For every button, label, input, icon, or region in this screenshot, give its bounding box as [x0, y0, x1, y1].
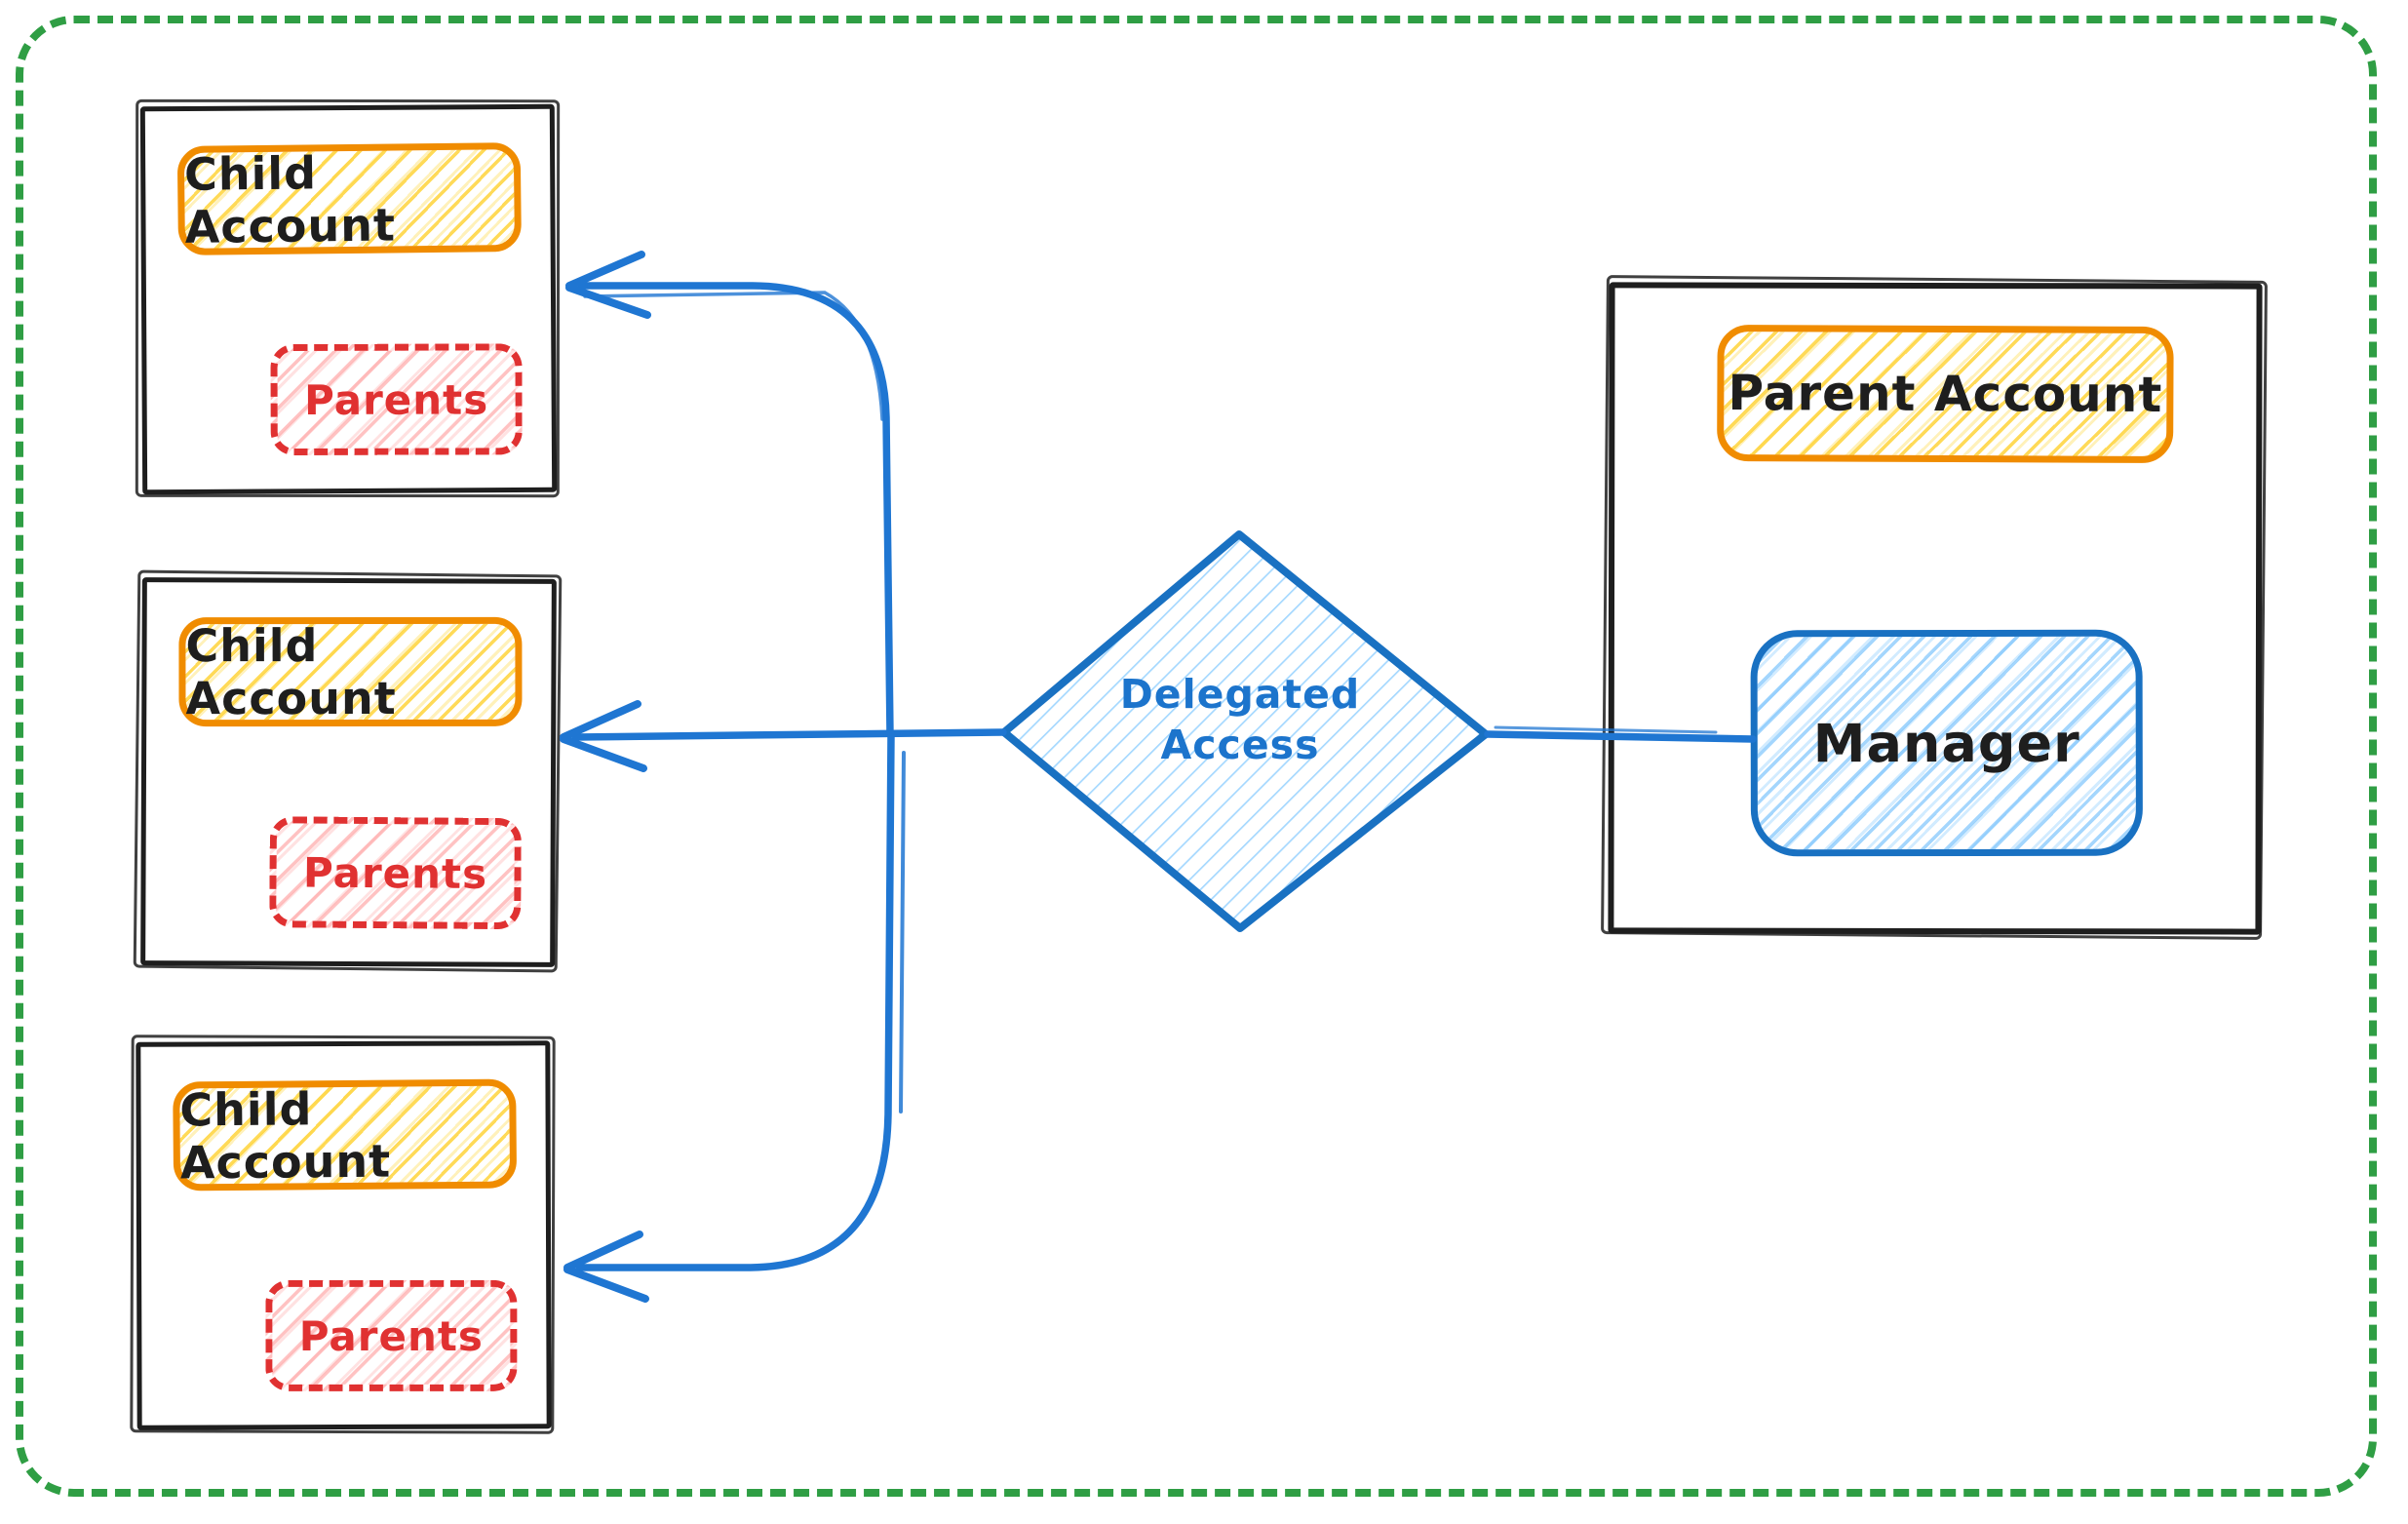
- parents-text: Parents: [303, 374, 489, 424]
- child-account-box-3: Child Account Parents: [136, 1040, 552, 1430]
- parent-account-label: Parent Account: [1717, 324, 2174, 464]
- parent-account-title: Parent Account: [1728, 365, 2163, 423]
- child-account-title: Child Account: [183, 146, 397, 254]
- dashed-boundary-frame: [16, 16, 2377, 1497]
- child-account-label: Child Account: [178, 616, 523, 727]
- delegated-access-line2: Access: [1160, 722, 1320, 769]
- delegated-access-line1: Delegated: [1119, 671, 1361, 718]
- child-account-box-2: Child Account Parents: [140, 577, 557, 967]
- parents-text: Parents: [302, 847, 488, 898]
- manager-box: Manager: [1750, 629, 2143, 857]
- parents-label: Parents: [265, 1279, 518, 1391]
- parents-label: Parents: [270, 343, 523, 456]
- parents-text: Parents: [298, 1311, 484, 1360]
- child-account-label: Child Account: [176, 141, 522, 255]
- delegated-access-label: Delegated Access: [1065, 669, 1416, 771]
- child-account-box-1: Child Account Parents: [139, 103, 558, 495]
- child-account-title: Child Account: [179, 1082, 392, 1190]
- manager-text: Manager: [1812, 712, 2080, 774]
- parent-account-box: Parent Account Manager: [1608, 282, 2263, 935]
- child-account-label: Child Account: [173, 1078, 518, 1192]
- child-account-title: Child Account: [185, 619, 397, 725]
- parents-label: Parents: [269, 816, 522, 930]
